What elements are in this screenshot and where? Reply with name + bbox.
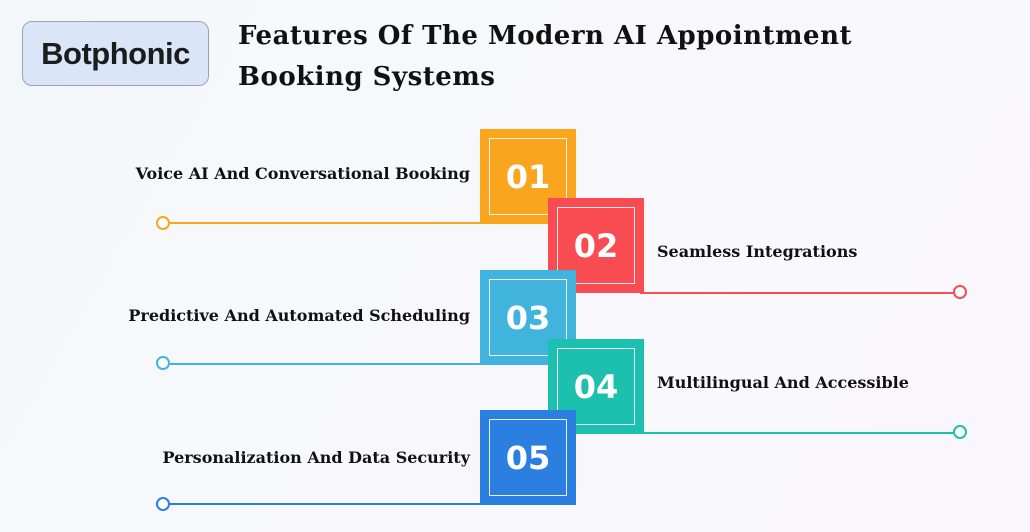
logo-text: Botphonic xyxy=(41,35,190,71)
connector-line-02 xyxy=(640,292,954,294)
feature-label-03: Predictive And Automated Scheduling xyxy=(128,306,470,325)
connector-line-05 xyxy=(170,503,482,505)
endpoint-dot-05 xyxy=(156,497,170,511)
feature-label-04: Multilingual And Accessible xyxy=(657,373,909,392)
feature-label-05: Personalization And Data Security xyxy=(162,448,470,467)
endpoint-dot-01 xyxy=(156,216,170,230)
feature-label-01: Voice AI And Conversational Booking xyxy=(135,164,470,183)
connector-line-04 xyxy=(640,432,954,434)
endpoint-dot-03 xyxy=(156,356,170,370)
connector-line-03 xyxy=(170,363,482,365)
connector-line-01 xyxy=(170,222,482,224)
title-line-1: Features Of The Modern AI Appointment xyxy=(238,21,853,51)
feature-box-02: 02 xyxy=(548,198,644,293)
feature-box-01: 01 xyxy=(480,129,576,224)
feature-box-05: 05 xyxy=(480,410,576,505)
feature-label-02: Seamless Integrations xyxy=(657,242,858,261)
endpoint-dot-04 xyxy=(953,425,967,439)
endpoint-dot-02 xyxy=(953,285,967,299)
title-line-2: Booking Systems xyxy=(238,62,496,92)
botphonic-logo: Botphonic xyxy=(22,21,209,86)
